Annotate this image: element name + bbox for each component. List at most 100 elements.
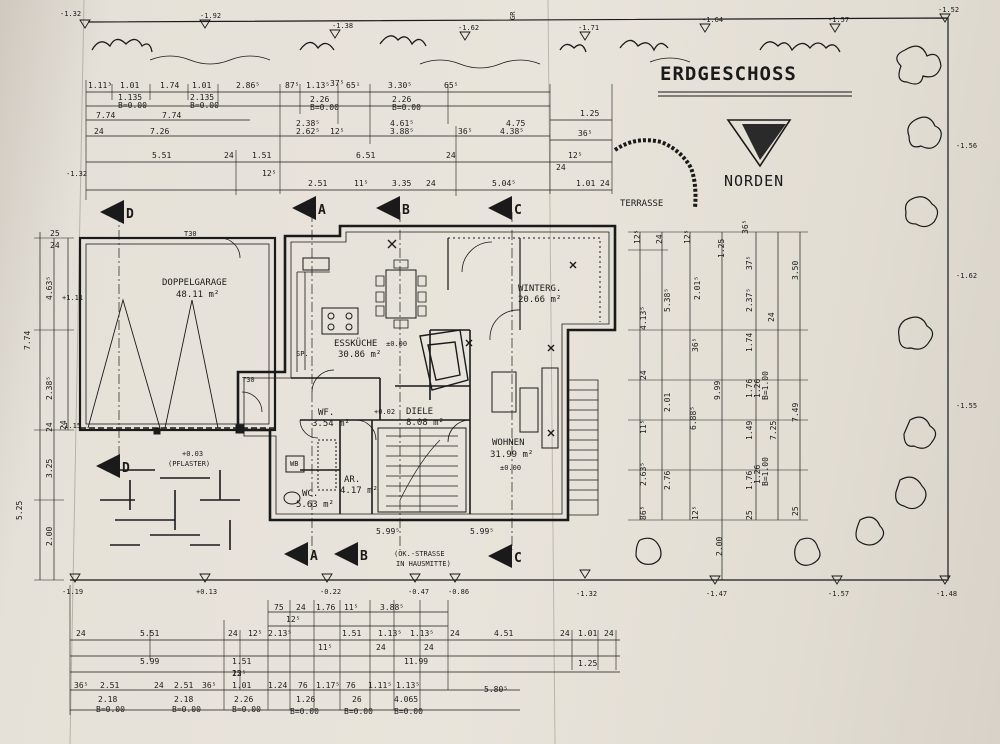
dim-text: 2.135 <box>190 93 214 102</box>
dim-text: B=1.00 <box>761 371 770 400</box>
dim-text: 24 <box>655 234 664 244</box>
dim-text: 5.51 <box>152 151 171 160</box>
dim-text: 4.51 <box>494 629 513 638</box>
dim-text: 37⁵ <box>330 79 344 88</box>
dim-text: 1.74 <box>160 81 179 90</box>
level-value: -0.47 <box>408 588 429 596</box>
dim-text: B=0.00 <box>310 103 339 112</box>
dim-text: 2.86⁵ <box>236 81 260 90</box>
dim-text: 2.38⁵ <box>296 119 320 128</box>
dim-text: 75 <box>274 603 284 612</box>
dim-text: 1.01 <box>576 179 595 188</box>
dim-text: 1.26 <box>753 465 762 484</box>
level-value: -1.52 <box>938 6 959 14</box>
section-marker-c-top <box>488 196 512 220</box>
dim-text: 2.01 <box>663 393 672 412</box>
level-value: -1.56 <box>956 142 977 150</box>
dim-text: B=0.00 <box>118 101 147 110</box>
dim-text: 2.63⁵ <box>639 462 648 486</box>
dim-text: 12⁵ <box>568 151 582 160</box>
wintergarden-wall <box>447 238 521 330</box>
dim-text: 4.63⁵ <box>45 276 54 300</box>
dim-text: 24 <box>604 629 614 638</box>
dim-text: 3.50 <box>791 261 800 280</box>
dim-text: B=0.00 <box>172 705 201 714</box>
section-marker-c-bottom <box>488 544 512 568</box>
dim-text: 2.13⁵ <box>268 629 292 638</box>
dim-text: 1.13⁵ <box>396 681 420 690</box>
dim-text: 1.25 <box>578 659 597 668</box>
dim-text: 65¹ <box>346 81 360 90</box>
dim-text: 1.26 <box>753 379 762 398</box>
dim-text: B=0.00 <box>96 705 125 714</box>
plot-boundary <box>70 17 949 581</box>
dim-text: 24 <box>224 151 234 160</box>
dim-text: 4.065 <box>394 695 418 704</box>
fireplace <box>419 329 469 391</box>
exterior-stair <box>568 379 599 516</box>
room-area-wf: 3.54 m² <box>312 419 350 429</box>
level-value: -1.15 <box>60 422 81 430</box>
section-letter: A <box>318 203 326 218</box>
dim-text: 2.38⁵ <box>45 376 54 400</box>
dim-text: 5.25 <box>15 501 24 520</box>
dim-text: B=0.00 <box>394 707 423 716</box>
dim-text: 1.135 <box>118 93 142 102</box>
sp-label: SP. <box>296 350 309 358</box>
dim-text: 24 <box>76 629 86 638</box>
dim-text: 2.01⁵ <box>693 276 702 300</box>
kitchen-appliance <box>302 257 330 271</box>
bottom-dimensions: 5.99⁵ 5.99⁵ 75 24 1.76 11⁵ 3.88⁵ 12⁵ 24 … <box>74 527 614 716</box>
dim-text: 12⁵ <box>330 127 344 136</box>
dim-text: 6.88⁵ <box>689 406 698 430</box>
wb-label: WB <box>290 460 298 468</box>
level-value: -1.57 <box>828 590 849 598</box>
door-swings <box>219 237 521 443</box>
dim-text: 65⁵ <box>444 81 458 90</box>
dim-text: 5.51 <box>140 629 159 638</box>
pillar <box>235 424 245 434</box>
level-value: -1.32 <box>576 590 597 598</box>
dim-text: 87⁵ <box>285 81 299 90</box>
terrace-label: TERRASSE <box>620 199 663 209</box>
dimension-lines-right <box>639 232 801 580</box>
dim-text: 7.74 <box>96 111 115 120</box>
right-dimensions: 1.25 12⁵ 36⁵ 24 12⁵ 3.50 5.38⁵ 2.01⁵ 2.3… <box>633 220 800 556</box>
dim-text: 76 <box>298 681 308 690</box>
section-marker-a-bottom <box>284 542 308 566</box>
dim-text: 37⁵ <box>745 256 754 270</box>
dim-text: B=0.00 <box>392 103 421 112</box>
section-letter: D <box>122 461 130 476</box>
level-label: ±0.00 <box>386 340 407 348</box>
room-name-kitchen: ESSKÜCHE <box>334 338 377 349</box>
dim-text: 24 <box>560 629 570 638</box>
dim-text: 2.51 <box>100 681 119 690</box>
level-value: -1.19 <box>62 588 83 596</box>
dim-text: 24 <box>639 370 648 380</box>
dim-text: 1.13⁵ <box>306 81 330 90</box>
paving-stones <box>100 469 240 550</box>
dim-text: 12⁵ <box>248 629 262 638</box>
dim-text: 24 <box>59 420 68 430</box>
dim-text: 3.25 <box>45 459 54 478</box>
kitchen-hob <box>321 307 359 335</box>
dim-text: 12⁵ <box>262 169 276 178</box>
dim-text: 24 <box>556 163 566 172</box>
dim-text: 24 <box>767 312 776 322</box>
level-value: -0.86 <box>448 588 469 596</box>
dimension-lines-bottom <box>70 611 620 711</box>
section-marker-d-top <box>100 200 124 224</box>
level-note: (PFLASTER) <box>168 460 210 468</box>
washbasin <box>285 455 305 473</box>
dim-text: 2.00 <box>715 537 724 556</box>
level-label: ±0.00 <box>500 464 521 472</box>
armchair <box>491 371 517 413</box>
sofa <box>541 367 559 449</box>
dimension-lines-left <box>39 232 69 580</box>
dim-text: 24 <box>94 127 104 136</box>
dim-text: 86⁵ <box>639 506 648 520</box>
dim-text: 25 <box>791 506 800 516</box>
dim-text: 2.26 <box>234 695 253 704</box>
dimension-lines-top <box>86 91 612 191</box>
dim-text: 24 <box>426 179 436 188</box>
